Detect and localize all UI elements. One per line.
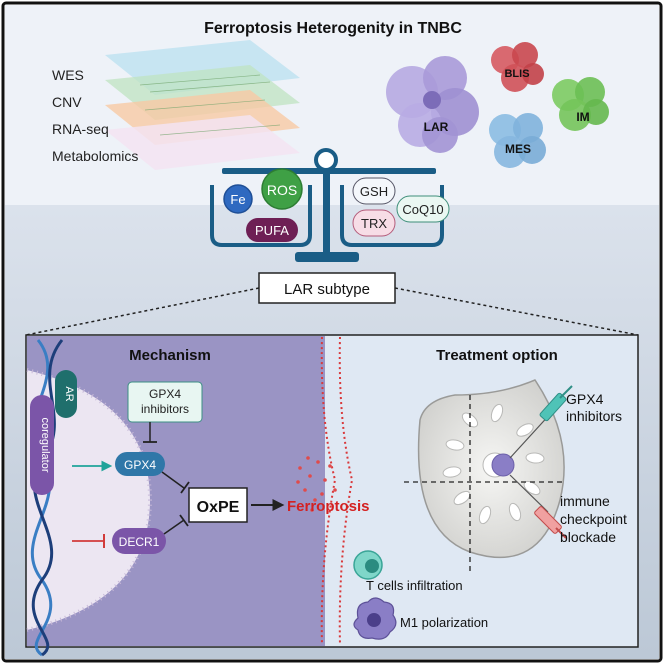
t-cell-icon xyxy=(353,550,383,580)
treat-immune-line2: checkpoint xyxy=(560,511,627,527)
treatment-title: Treatment option xyxy=(436,347,558,364)
treat-immune-line1: immune xyxy=(560,493,610,509)
gpx4-inhibitors-line2: inhibitors xyxy=(141,402,189,416)
lar-cluster xyxy=(386,56,479,153)
blis-cluster xyxy=(491,42,544,92)
right-pan xyxy=(340,185,444,247)
gsh-label: GSH xyxy=(360,184,388,199)
decr1-inhibit-oxpe-bar xyxy=(179,514,189,527)
omics-layer-stack xyxy=(105,40,300,170)
balance-post xyxy=(323,170,330,258)
mechanism-title: Mechanism xyxy=(129,347,211,364)
treat-gpx4-line2: inhibitors xyxy=(566,408,622,424)
omics-label-metabolomics: Metabolomics xyxy=(52,148,138,164)
im-cluster xyxy=(552,77,609,131)
decr1-pill xyxy=(112,528,166,554)
treat-immune-line3: blockade xyxy=(560,529,616,545)
omics-label-rnaseq: RNA-seq xyxy=(52,121,109,137)
lipid-peroxide-dots xyxy=(296,456,337,512)
ar-pill xyxy=(55,370,77,418)
mes-cluster xyxy=(489,113,546,168)
zoom-line-left xyxy=(25,287,260,336)
breast-illustration xyxy=(417,379,565,559)
ros-label: ROS xyxy=(267,182,297,198)
trx-label: TRX xyxy=(361,216,387,231)
ros-circle xyxy=(261,168,303,210)
coq10-label: CoQ10 xyxy=(402,202,443,217)
syringe-gpx4-icon xyxy=(509,385,573,459)
lar-subtype-box xyxy=(258,272,396,304)
gpx4-pill xyxy=(115,452,165,476)
tumor xyxy=(491,453,515,477)
fe-circle xyxy=(223,184,253,214)
lar-subtype-label: LAR subtype xyxy=(284,281,370,298)
balance-base xyxy=(295,252,359,262)
subtype-mes-label: MES xyxy=(505,142,531,156)
figure-title: Ferroptosis Heterogenity in TNBC xyxy=(204,20,462,37)
treat-gpx4-line1: GPX4 xyxy=(566,391,604,407)
omics-layer-metabolomics xyxy=(105,115,300,170)
nucleus xyxy=(26,368,153,632)
oxpe-label: OxPE xyxy=(197,499,240,516)
pufa-pill xyxy=(246,218,298,242)
omics-label-wes: WES xyxy=(52,67,84,83)
ar-label: AR xyxy=(63,386,75,401)
left-pan xyxy=(210,185,312,247)
decr1-inhibit-oxpe-line xyxy=(163,519,185,535)
m1-label: M1 polarization xyxy=(400,615,488,630)
coregulator-label: coregulator xyxy=(39,417,51,472)
fe-label: Fe xyxy=(230,192,245,207)
t-cells-label: T cells infiltration xyxy=(366,578,463,593)
oxpe-box xyxy=(188,487,248,523)
pufa-label: PUFA xyxy=(255,223,289,238)
gpx4-inhibitors-box xyxy=(127,381,203,423)
subtype-blis-label: BLIS xyxy=(504,68,529,80)
omics-label-cnv: CNV xyxy=(52,94,82,110)
gpx4-inhibitors-line1: GPX4 xyxy=(149,387,181,401)
trx-pill xyxy=(352,209,396,237)
gpx4-label: GPX4 xyxy=(124,458,156,472)
syringe-immune-icon xyxy=(509,474,567,539)
coregulator-pill xyxy=(30,395,54,495)
balance-pivot xyxy=(314,148,338,172)
gpx4-inhibit-oxpe-bar xyxy=(180,481,190,494)
coq10-pill xyxy=(396,195,450,223)
ferroptosis-label: Ferroptosis xyxy=(287,498,370,515)
gpx4-inhibit-oxpe-line xyxy=(161,471,185,489)
m1-macrophage-icon xyxy=(353,597,397,640)
gsh-pill xyxy=(352,177,396,205)
subtype-lar-label: LAR xyxy=(424,120,449,134)
balance-scale xyxy=(210,148,444,262)
zoom-line-right xyxy=(394,287,639,336)
decr1-label: DECR1 xyxy=(119,535,160,549)
subtype-im-label: IM xyxy=(576,110,589,124)
